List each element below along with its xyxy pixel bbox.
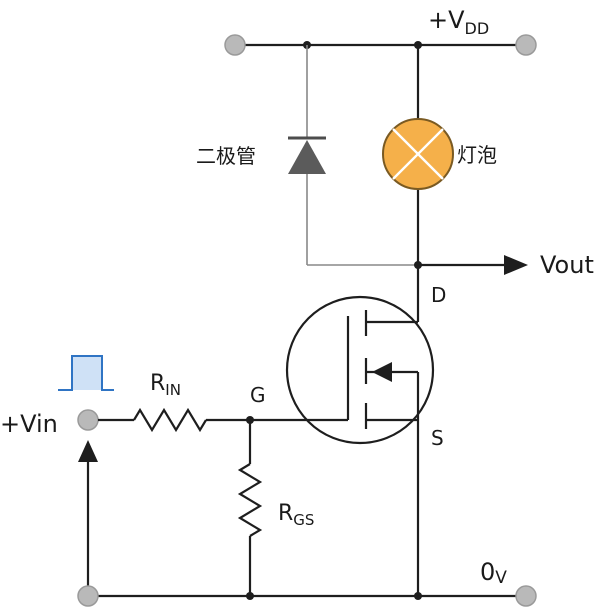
vout-label: Vout: [540, 251, 594, 279]
rin-resistor: [133, 407, 207, 433]
vin-terminal[interactable]: [77, 409, 99, 431]
ground-junction-dot: [246, 592, 254, 600]
lamp-cross-line: [392, 128, 444, 180]
rin-label: RIN: [150, 371, 181, 399]
zero-volt-label: 0V: [480, 558, 507, 588]
ground-right-terminal[interactable]: [515, 585, 537, 607]
vdd-left-terminal[interactable]: [224, 34, 246, 56]
vdd-right-terminal[interactable]: [515, 34, 537, 56]
rgs-resistor: [237, 463, 263, 537]
mosfet-body: [285, 295, 435, 445]
diode-symbol: [288, 140, 326, 174]
vin-arrow-head: [78, 440, 98, 462]
rgs-label: RGS: [278, 501, 314, 529]
ground-left-terminal[interactable]: [77, 585, 99, 607]
pulse-icon: [58, 355, 114, 391]
vout-arrow: [504, 255, 528, 275]
ground-junction-dot: [414, 592, 422, 600]
source-label: S: [431, 426, 444, 450]
vdd-label: +VDD: [428, 6, 489, 38]
pulse-fill: [60, 356, 112, 390]
gate-label: G: [250, 383, 266, 407]
lamp-label: 灯泡: [457, 143, 497, 167]
drain-label: D: [431, 283, 446, 307]
mosfet-arrow: [372, 362, 392, 382]
diode-label: 二极管: [196, 144, 256, 168]
vin-label: +Vin: [0, 410, 58, 438]
